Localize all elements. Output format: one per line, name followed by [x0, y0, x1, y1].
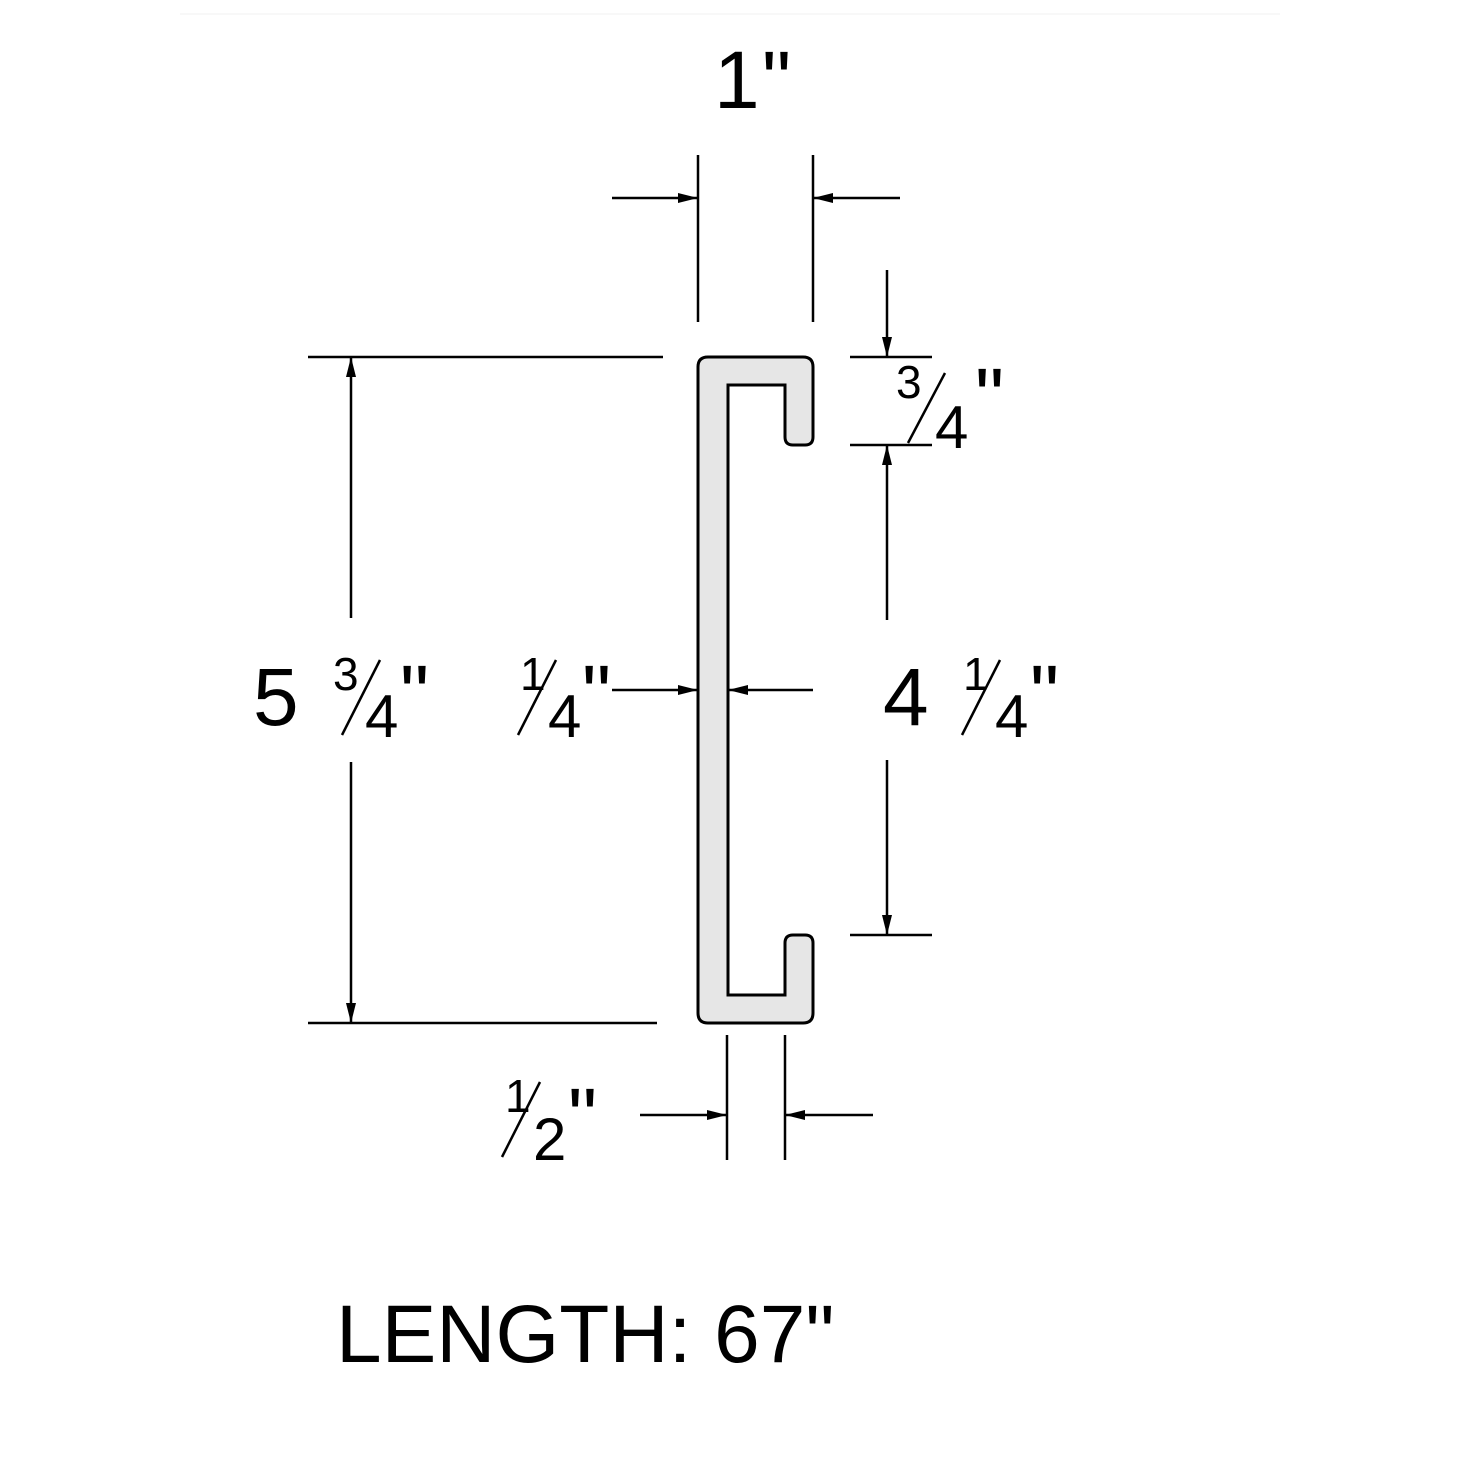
- fraction-denominator: 2: [533, 1106, 566, 1173]
- inch-mark: ": [975, 352, 1004, 443]
- fraction-numerator: 3: [896, 356, 922, 408]
- fraction-numerator: 1: [520, 648, 546, 700]
- inch-mark: ": [582, 649, 611, 740]
- c-channel-profile: [696, 355, 815, 1025]
- lip-thickness-dimension: 1 2 ": [500, 1035, 873, 1173]
- opening-height-dimension: 4 1 4 ": [850, 445, 1059, 937]
- fraction-denominator: 4: [935, 394, 968, 461]
- inch-mark: ": [568, 1072, 597, 1163]
- fraction-numerator: 1: [505, 1070, 531, 1122]
- web-thickness-dimension: 1 4 ": [516, 648, 813, 750]
- fraction-denominator: 4: [995, 683, 1028, 750]
- length-label: LENGTH: 67": [336, 1289, 835, 1380]
- inch-mark: ": [1030, 649, 1059, 740]
- inch-mark: ": [400, 649, 429, 740]
- fraction-denominator: 4: [365, 683, 398, 750]
- overall-height-dimension: 5 3 4 ": [253, 355, 663, 1025]
- whole-number: 5: [253, 652, 299, 743]
- whole-number: 4: [883, 652, 929, 743]
- inch-mark: ": [762, 35, 791, 126]
- fraction-numerator: 3: [333, 648, 359, 700]
- flange-width-value: 1: [714, 35, 760, 126]
- fraction-denominator: 4: [548, 683, 581, 750]
- flange-width-dimension: 1 ": [612, 35, 900, 322]
- lip-depth-dimension: 3 4 ": [850, 270, 1004, 461]
